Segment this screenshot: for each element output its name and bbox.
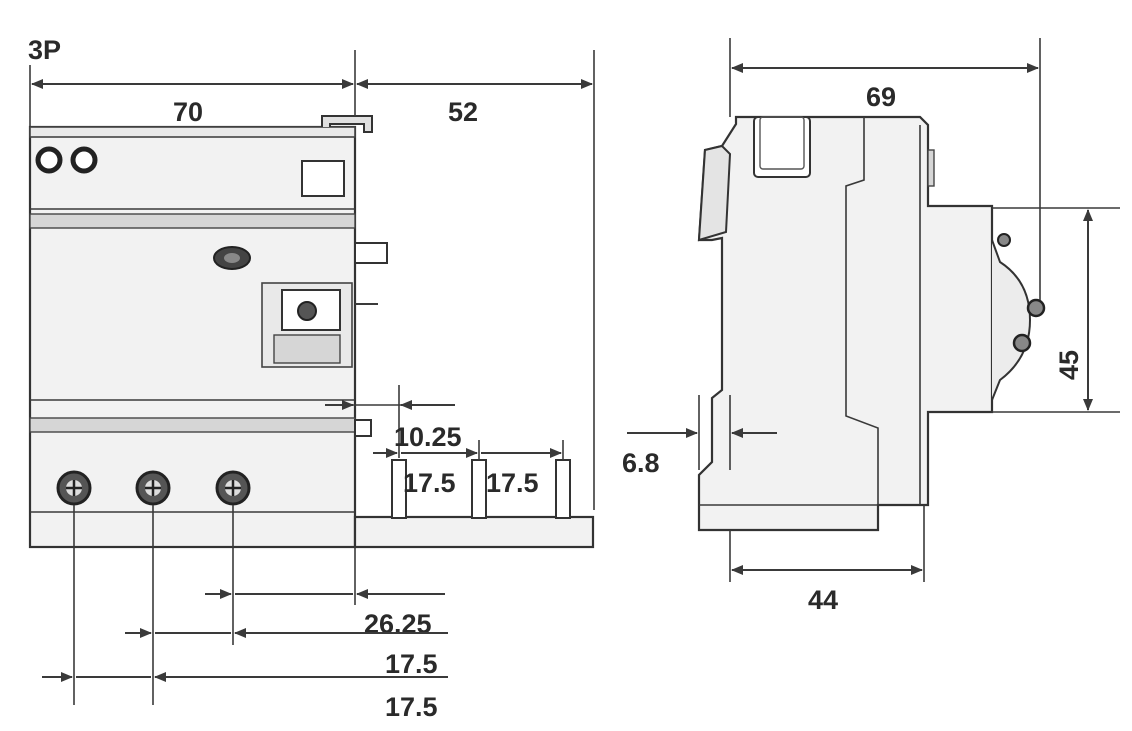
dim-label-6-8: 6.8 — [622, 448, 660, 478]
indicator-hole-icon — [35, 146, 63, 174]
dim-label-terminal-pitch-a: 17.5 — [385, 649, 438, 679]
busbar-pin — [555, 459, 571, 519]
busbar-base — [353, 515, 595, 549]
busbar-pin — [391, 459, 407, 519]
dim-label-pitch-a: 17.5 — [403, 468, 456, 498]
test-button-label-icon — [224, 253, 240, 263]
side-screw-icon — [1012, 333, 1032, 353]
dim-label-52: 52 — [448, 97, 478, 127]
top-bump — [927, 149, 935, 187]
terminal-screw-icon — [135, 470, 171, 506]
side-screw-icon — [1026, 298, 1046, 318]
dim-label-10-25: 10.25 — [394, 422, 462, 452]
dim-label-69: 69 — [866, 82, 896, 112]
side-clip-lower — [354, 419, 372, 437]
top-notch — [753, 116, 811, 178]
poles-label: 3P — [28, 35, 61, 65]
dim-label-terminal-pitch-b: 17.5 — [385, 692, 438, 722]
top-hook-icon — [321, 115, 373, 133]
handle-lever — [273, 334, 341, 364]
side-clip — [354, 242, 388, 264]
top-notch-inner — [759, 116, 805, 170]
top-band — [29, 126, 356, 138]
upper-rail — [29, 213, 356, 229]
indicator-hole-icon — [70, 146, 98, 174]
dim-label-pitch-b: 17.5 — [486, 468, 539, 498]
front-dimensions: 3P 70 52 10.25 17.5 17.5 26.2 — [28, 35, 595, 722]
side-screw-icon — [997, 233, 1011, 247]
rail-clip-top — [697, 144, 732, 242]
front-bulge — [991, 239, 1032, 401]
dim-label-44: 44 — [808, 585, 838, 615]
front-view — [28, 115, 595, 549]
side-view — [697, 115, 1046, 532]
dim-label-26-25: 26.25 — [364, 609, 432, 639]
handle-pivot-icon — [297, 301, 317, 321]
inner-profile — [845, 117, 879, 505]
side-dimensions: 69 45 6.8 44 — [622, 38, 1120, 615]
busbar-pin — [471, 459, 487, 519]
terminal-screw-icon — [56, 470, 92, 506]
dim-label-45: 45 — [1054, 350, 1084, 380]
status-window — [301, 160, 345, 197]
terminal-screw-icon — [215, 470, 251, 506]
dim-label-70: 70 — [173, 97, 203, 127]
lower-rail — [29, 417, 356, 433]
